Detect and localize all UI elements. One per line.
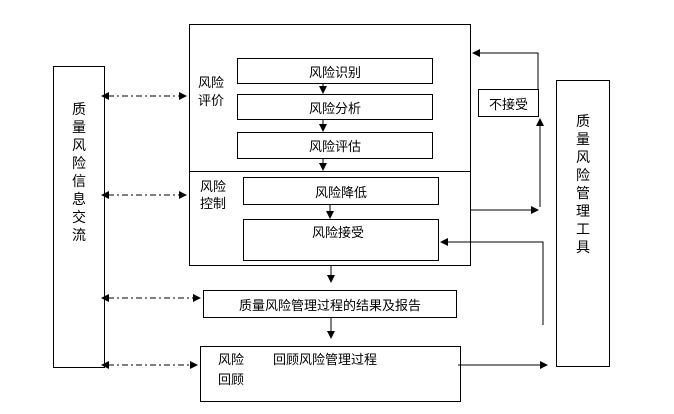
assessment-control-divider [189, 171, 471, 172]
control-group-label-1: 风险 [200, 180, 227, 195]
risk-management-tools-box: 质量风险管理工具 [556, 80, 610, 367]
assessment-group-label-1: 风险 [198, 76, 225, 91]
assessment-group-label-2: 评价 [198, 94, 225, 109]
review-group-label-2: 回顾 [218, 373, 245, 388]
risk-communication-label: 质量风险信息交流 [72, 102, 86, 244]
risk-evaluation-label: 风险评估 [308, 140, 361, 155]
risk-acceptance-label: 风险接受 [312, 226, 365, 241]
review-group-label-1: 风险 [218, 353, 245, 368]
control-group-label-2: 控制 [200, 197, 227, 212]
risk-identification-label: 风险识别 [308, 65, 361, 81]
risk-evaluation-box: 风险评估 [237, 132, 433, 159]
result-report-box: 质量风险管理过程的结果及报告 [203, 290, 457, 318]
risk-management-tools-label: 质量风险管理工具 [576, 114, 590, 256]
arrow-not-accept-to-container [472, 49, 539, 89]
not-accept-label: 不接受 [488, 97, 528, 113]
risk-identification-box: 风险识别 [237, 58, 433, 84]
risk-reduction-label: 风险降低 [314, 185, 367, 201]
risk-review-box: 风险 回顾 回顾风险管理过程 [200, 346, 461, 402]
risk-communication-box: 质量风险信息交流 [53, 66, 105, 368]
risk-reduction-box: 风险降低 [243, 177, 439, 205]
review-process-label: 回顾风险管理过程 [273, 353, 378, 368]
result-report-label: 质量风险管理过程的结果及报告 [238, 298, 421, 314]
not-accept-box: 不接受 [478, 89, 539, 117]
risk-analysis-box: 风险分析 [237, 94, 433, 120]
risk-analysis-label: 风险分析 [308, 101, 361, 117]
risk-acceptance-box: 风险接受 [243, 219, 439, 261]
